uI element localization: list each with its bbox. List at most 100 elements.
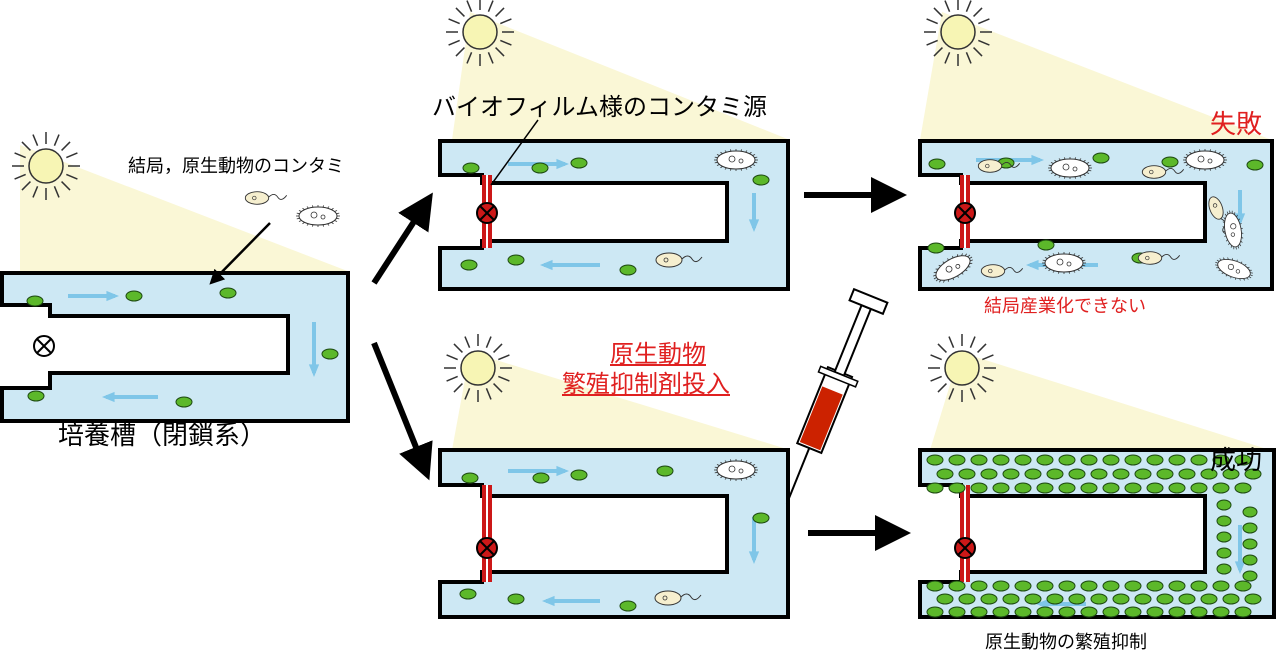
algae-cell-icon [1124,580,1142,592]
algae-cell-icon [1212,454,1230,466]
algae-cell-icon [948,454,966,466]
protozoa-icon [654,590,702,606]
protozoa-icon [980,264,1024,278]
valve-icon [476,175,498,248]
flow-arrow-icon [540,259,600,271]
algae-cell-icon [1190,580,1208,592]
sun-icon [928,334,996,402]
algae-cell-icon [125,290,143,302]
algae-cell-icon [1014,580,1032,592]
biofilm-pointer [490,119,539,186]
algae-cell-icon [958,468,976,480]
algae-cell-icon [1242,506,1258,518]
culture-tank [438,139,790,291]
algae-cell-icon [1046,593,1064,605]
light-beam [920,12,1272,140]
algae-cell-icon [936,468,954,480]
valve-icon [954,485,976,582]
no-industrialization-label: 結局産業化できない [984,296,1146,317]
sun-icon [444,334,512,402]
tank-label: 培養槽（閉鎖系） [58,421,267,451]
algae-cell-icon [1080,482,1098,494]
algae-cell-icon [1112,468,1130,480]
algae-cell-icon [992,482,1010,494]
algae-cell-icon [26,295,44,307]
suppression-label: 原生動物の繁殖抑制 [985,632,1147,653]
culture-tank [0,271,350,423]
algae-cell-icon [970,606,988,618]
algae-cell-icon [1246,159,1264,171]
algae-cell-icon [1146,606,1164,618]
algae-cell-icon [927,242,945,254]
algae-cell-icon [1146,580,1164,592]
protozoa-icon [1222,210,1244,250]
flow-arrow-icon [508,465,569,477]
protozoa-icon [1141,165,1185,179]
algae-cell-icon [752,512,770,524]
algae-cell-icon [219,287,237,299]
protozoa-icon [1048,157,1092,179]
algae-cell-icon [992,606,1010,618]
culture-tank [438,448,790,619]
algae-cell-icon [1058,454,1076,466]
inhibitor-label-line2: 繁殖抑制剤投入 [562,370,730,398]
algae-cell-icon [1090,593,1108,605]
algae-cell-icon [27,390,45,402]
algae-cell-icon [1068,468,1086,480]
protozoa-icon [714,459,758,481]
algae-cell-icon [1068,593,1086,605]
algae-cell-icon [1146,482,1164,494]
algae-cell-icon [570,469,588,481]
algae-cell-icon [570,157,588,169]
algae-cell-icon [1200,468,1218,480]
process-arrow-icon [371,192,433,285]
algae-cell-icon [1102,606,1120,618]
light-beams [20,12,1272,450]
algae-cell-icon [1080,580,1098,592]
algae-cell-icon [970,580,988,592]
algae-cell-icon [1168,606,1186,618]
protozoa-icon [977,159,1021,173]
algae-cell-icon [1092,152,1110,164]
algae-cell-icon [980,593,998,605]
algae-cell-icon [970,454,988,466]
algae-cell-icon [1212,580,1230,592]
algae-cell-icon [1046,468,1064,480]
valve-icon [33,335,55,357]
protozoa-icon [244,191,288,205]
algae-cell-icon [1168,580,1186,592]
algae-cell-icon [1014,482,1032,494]
algae-cell-icon [1190,454,1208,466]
flow-arrow-icon [1234,190,1246,226]
algae-cell-icon [462,162,480,174]
algae-cell-icon [1058,606,1076,618]
protozoa-icon [296,205,340,227]
algae-cell-icon [1216,531,1232,543]
contamination-pointer [209,222,271,285]
algae-cell-icon [1058,482,1076,494]
algae-cell-icon [1037,239,1055,251]
tank-contents [26,149,1264,618]
algae-cell-icon [1222,593,1240,605]
algae-cell-icon [1058,580,1076,592]
overlays [12,0,996,551]
flow-arrow-icon [1234,525,1246,574]
protozoa-icon [1137,251,1181,265]
light-beam [930,352,1270,450]
flow-arrow-icon [748,517,760,564]
culture-tank [918,139,1274,291]
algae-cell-icon [1124,606,1142,618]
algae-cell-icon [1102,482,1120,494]
algae-cell-icon [619,264,637,276]
algae-cell-icon [928,158,946,170]
failure-label: 失敗 [1210,110,1263,140]
algae-cell-icon [1200,593,1218,605]
algae-cell-icon [1234,580,1252,592]
algae-cell-icon [1134,593,1152,605]
algae-cell-icon [1102,454,1120,466]
algae-cell-icon [1234,606,1252,618]
culture-tanks [0,139,1276,619]
algae-cell-icon [1216,515,1232,527]
valve-icon [476,485,498,582]
algae-cell-icon [1168,482,1186,494]
